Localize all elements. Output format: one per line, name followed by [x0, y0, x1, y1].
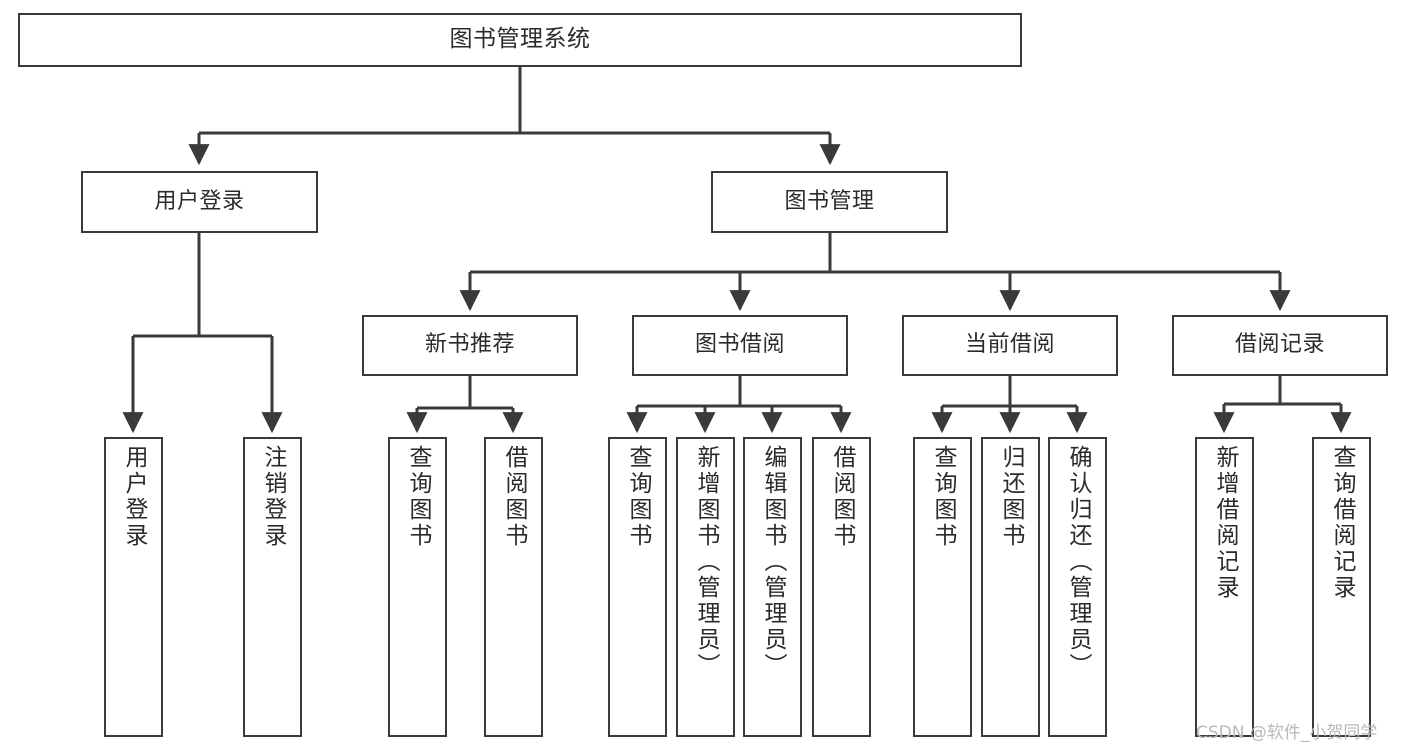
node-label: 新书推荐	[424, 332, 515, 358]
node-label: 图书管理	[784, 188, 875, 214]
node-leaf-user-login[interactable]: 用户登录	[104, 437, 163, 737]
node-new-book-recommend[interactable]: 新书推荐	[362, 315, 578, 376]
node-label: 当前借阅	[964, 332, 1055, 358]
node-label: 借阅图书	[829, 445, 855, 549]
node-label: 用户登录	[121, 445, 147, 549]
node-label: 查询图书	[405, 445, 431, 549]
node-label: 新增图书（管理员）	[693, 445, 719, 679]
node-label: 查询图书	[625, 445, 651, 549]
node-current-borrow[interactable]: 当前借阅	[902, 315, 1118, 376]
node-label: 图书管理系统	[449, 26, 591, 53]
node-root-system[interactable]: 图书管理系统	[18, 13, 1022, 67]
node-label: 查询图书	[930, 445, 956, 549]
node-leaf-confirm-return[interactable]: 确认归还（管理员）	[1048, 437, 1107, 737]
node-leaf-query-book-1[interactable]: 查询图书	[388, 437, 447, 737]
node-book-management[interactable]: 图书管理	[711, 171, 948, 233]
node-leaf-query-book-3[interactable]: 查询图书	[913, 437, 972, 737]
node-label: 注销登录	[260, 445, 286, 549]
node-leaf-borrow-book-1[interactable]: 借阅图书	[484, 437, 543, 737]
node-borrow-record[interactable]: 借阅记录	[1172, 315, 1388, 376]
node-leaf-edit-book[interactable]: 编辑图书（管理员）	[743, 437, 802, 737]
node-label: 查询借阅记录	[1329, 445, 1355, 601]
node-label: 确认归还（管理员）	[1065, 445, 1091, 679]
node-leaf-add-book[interactable]: 新增图书（管理员）	[676, 437, 735, 737]
node-leaf-query-book-2[interactable]: 查询图书	[608, 437, 667, 737]
node-label: 新增借阅记录	[1212, 445, 1238, 601]
node-label: 编辑图书（管理员）	[760, 445, 786, 679]
node-label: 借阅图书	[501, 445, 527, 549]
node-leaf-borrow-book-2[interactable]: 借阅图书	[812, 437, 871, 737]
node-user-login[interactable]: 用户登录	[81, 171, 318, 233]
node-label: 借阅记录	[1234, 332, 1325, 358]
node-book-borrow[interactable]: 图书借阅	[632, 315, 848, 376]
node-leaf-query-record[interactable]: 查询借阅记录	[1312, 437, 1371, 737]
node-leaf-add-record[interactable]: 新增借阅记录	[1195, 437, 1254, 737]
node-label: 用户登录	[154, 188, 245, 214]
node-leaf-return-book[interactable]: 归还图书	[981, 437, 1040, 737]
node-label: 归还图书	[998, 445, 1024, 549]
node-leaf-user-logout[interactable]: 注销登录	[243, 437, 302, 737]
watermark-credit: CSDN @软件_小贺同学	[1196, 723, 1378, 743]
node-label: 图书借阅	[694, 332, 785, 358]
